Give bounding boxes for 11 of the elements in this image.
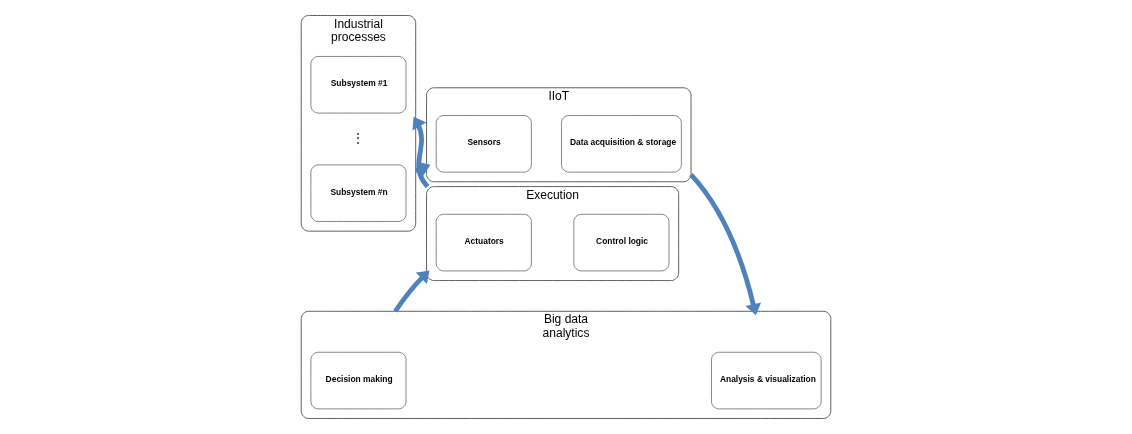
node-box: Sensors — [435, 115, 532, 173]
node-box: Control logic — [573, 214, 670, 272]
label: ⋮ — [352, 131, 365, 145]
node-box: Analysis & visualization — [711, 351, 822, 410]
arrow — [393, 270, 430, 313]
node-box: Actuators — [435, 214, 532, 272]
node-box: Subsystem #1 — [310, 56, 407, 114]
node-box: Subsystem #n — [310, 164, 407, 222]
arrow — [689, 172, 762, 316]
node-box: Decision making — [310, 351, 407, 410]
node-box: Data acquisition & storage — [561, 115, 682, 173]
